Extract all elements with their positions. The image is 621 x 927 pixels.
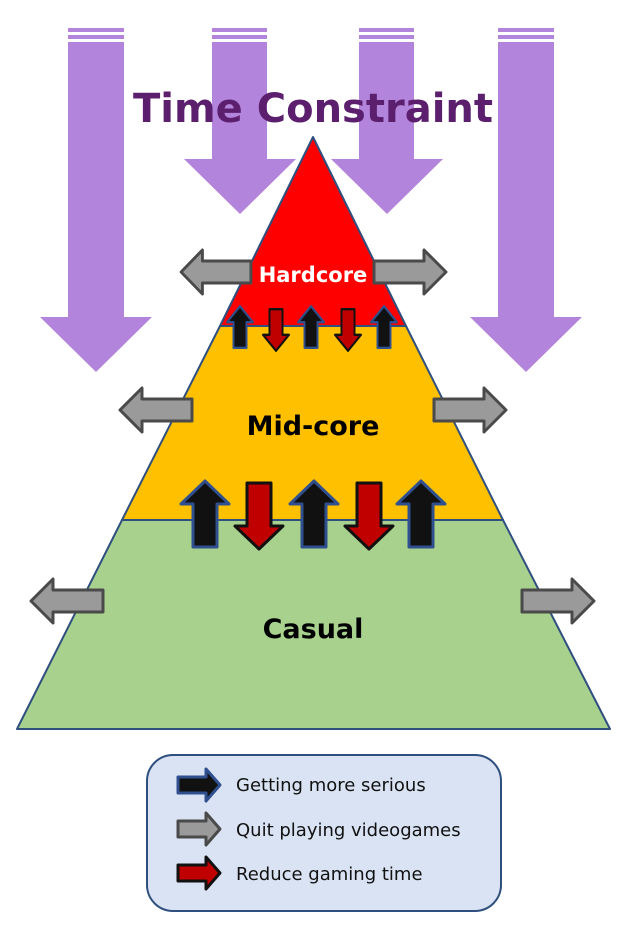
legend: Getting more serious Quit playing videog… [146,754,502,912]
legend-label-serious: Getting more serious [236,775,426,796]
time-arrow-3 [331,28,443,214]
time-constraint-arrows [40,28,582,372]
legend-box [146,754,502,912]
time-arrow-2 [184,28,296,214]
legend-item-reduce: Reduce gaming time [176,855,423,891]
legend-label-reduce: Reduce gaming time [236,864,423,885]
reduce-arrow-icon [176,855,222,891]
serious-arrow-icon [176,767,222,803]
casual-label: Casual [263,614,364,645]
legend-item-quit: Quit playing videogames [176,811,461,847]
legend-label-quit: Quit playing videogames [236,820,461,841]
legend-item-serious: Getting more serious [176,767,426,803]
time-arrow-1 [40,28,152,372]
midcore-label: Mid-core [247,411,380,442]
diagram-title: Time Constraint [133,86,493,132]
time-arrow-4 [470,28,582,372]
quit-arrow-icon [176,811,222,847]
hardcore-label: Hardcore [259,263,368,287]
